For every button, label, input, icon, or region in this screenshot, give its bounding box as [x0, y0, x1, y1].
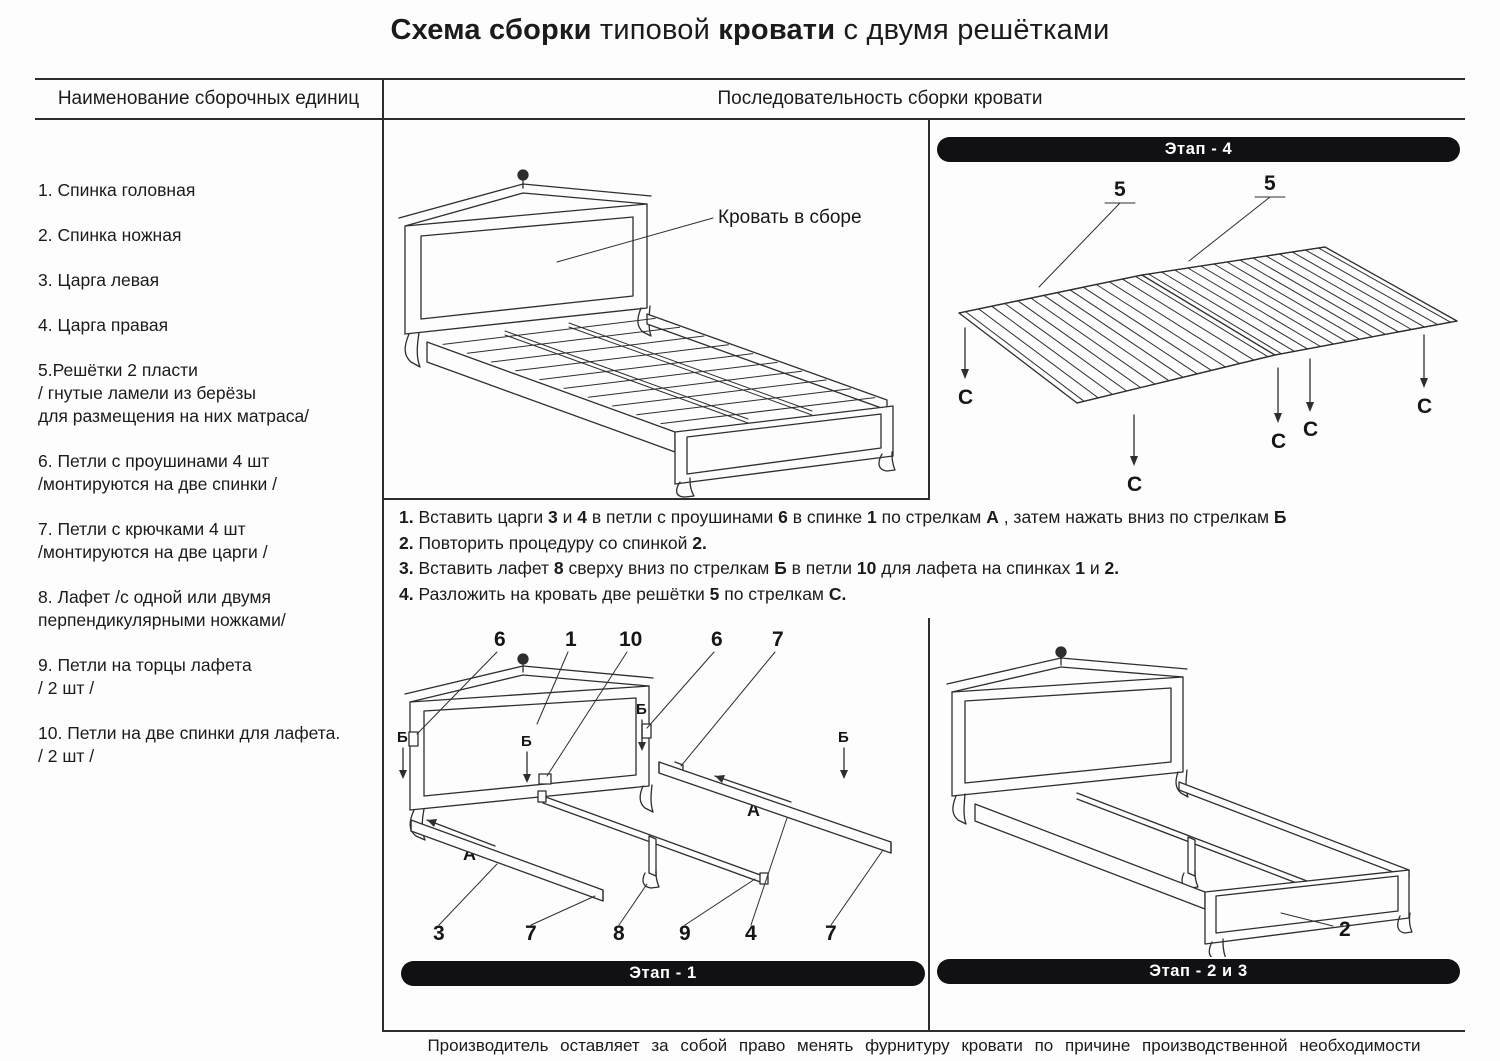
part-label-6b: 6 — [711, 628, 723, 651]
part-item-10: 10. Петли на две спинки для лафета. / 2 … — [38, 723, 341, 766]
part-item-3: 3. Царга левая — [38, 270, 160, 290]
lattice-right — [1141, 246, 1458, 356]
top-leader-lines — [416, 651, 776, 777]
divider-bedbox-bottom — [382, 498, 930, 500]
support-rails — [504, 322, 813, 424]
part-label-7a: 7 — [772, 628, 784, 651]
divider-top — [35, 78, 1465, 80]
caption-leader-line — [556, 217, 714, 263]
arrow-c-5: С — [1417, 334, 1432, 418]
part-label-7c: 7 — [825, 922, 837, 945]
part-item-5: 5.Решётки 2 пласти / гнутые ламели из бе… — [38, 360, 310, 426]
arrow-b-4: Б — [838, 729, 849, 779]
part-label-2: 2 — [1339, 918, 1351, 941]
stage1-banner: Этап - 1 — [401, 961, 925, 986]
part-item-2: 2. Спинка ножная — [38, 225, 182, 245]
arrow-label-c2: С — [1127, 473, 1142, 495]
title-regular-1: типовой — [591, 14, 719, 46]
instruction-list: 1. Вставить царги 3 и 4 в петли с проуши… — [399, 505, 1463, 607]
arrow-c-2: С — [1127, 414, 1142, 495]
part-label-6a: 6 — [494, 628, 506, 651]
arrow-label-b3: Б — [636, 701, 647, 718]
part-label-8: 8 — [613, 922, 625, 945]
instruction-line: 1. Вставить царги 3 и 4 в петли с проуши… — [399, 507, 1287, 527]
instruction-line: 4. Разложить на кровать две решётки 5 по… — [399, 583, 847, 604]
headboard — [946, 646, 1189, 825]
arrow-label-b1: Б — [397, 729, 408, 746]
stage1-drawing: 6 1 10 6 7 Б Б Б Б — [397, 628, 892, 945]
part-label-3: 3 — [433, 922, 445, 945]
label-2-leader-line — [1280, 912, 1334, 927]
column-header-sequence: Последовательность сборки кровати — [717, 88, 1043, 109]
arrow-label-c4: С — [1303, 418, 1318, 441]
finial-icon — [1055, 646, 1067, 658]
part-label-1: 1 — [565, 628, 577, 651]
headboard — [398, 169, 652, 368]
stage4-banner: Этап - 4 — [937, 137, 1460, 162]
divider-vertical-bottom — [928, 618, 930, 1030]
instruction-line: 2. Повторить процедуру со спинкой 2. — [399, 532, 707, 553]
arrow-b-1: Б — [397, 729, 408, 779]
footer-note: Производитель оставляет за собой право м… — [427, 1036, 1421, 1055]
page-title: Схема сборки типовой кровати с двумя реш… — [120, 14, 1380, 47]
slat-base — [442, 317, 876, 425]
arrow-c-1: С — [958, 327, 973, 409]
hinge-eyelet-right — [641, 723, 652, 739]
divider-footer — [382, 1030, 1465, 1032]
arrow-label-b4: Б — [838, 729, 849, 746]
arrow-b-3: Б — [636, 701, 647, 751]
divider-bedbox-right — [928, 120, 930, 500]
title-bold-2: кровати — [718, 14, 836, 46]
arrow-label-c3: С — [1271, 430, 1286, 453]
part-label-5b: 5 — [1264, 172, 1276, 195]
parts-list: 1. Спинка головная 2. Спинка ножная 3. Ц… — [38, 179, 378, 790]
part-item-4: 4. Царга правая — [38, 315, 169, 335]
hinge-eyelet-left — [408, 731, 419, 747]
title-bold-1: Схема сборки — [390, 14, 592, 46]
part-label-5a: 5 — [1114, 178, 1126, 201]
arrow-label-c5: С — [1417, 395, 1432, 418]
assembled-bed-caption: Кровать в сборе — [718, 207, 862, 228]
footboard — [1204, 869, 1413, 957]
arrow-c-4: С — [1303, 358, 1318, 441]
lafet-end-hinge-right — [759, 872, 769, 885]
finial-icon — [517, 169, 529, 181]
side-rail-back — [1178, 781, 1410, 879]
rail-4 — [658, 761, 892, 854]
side-rail-front — [426, 341, 676, 453]
arrow-c-3: С — [1271, 367, 1286, 453]
part-label-9: 9 — [679, 922, 691, 945]
side-rail-front — [974, 803, 1206, 910]
lafet-center — [1076, 792, 1308, 889]
bottom-leader-lines — [438, 817, 884, 926]
part-label-7b: 7 — [525, 922, 537, 945]
title-regular-2: с двумя решётками — [835, 14, 1110, 46]
part-label-10: 10 — [619, 628, 642, 651]
part-item-7: 7. Петли с крючками 4 шт /монтируются на… — [38, 519, 268, 562]
arrow-b-2: Б — [521, 733, 532, 783]
lafet-end-hinge-left — [537, 790, 547, 803]
part-item-8: 8. Лафет /с одной или двумя перпендикуля… — [38, 587, 286, 630]
part-label-4: 4 — [745, 922, 757, 945]
stage4-lattices-drawing: 5 5 С С С С С — [958, 172, 1458, 495]
arrow-label-c1: С — [958, 386, 973, 409]
footboard — [674, 405, 896, 498]
column-header-parts: Наименование сборочных единиц — [57, 88, 360, 109]
part-item-9: 9. Петли на торцы лафета / 2 шт / — [38, 655, 252, 698]
finial-icon — [517, 653, 529, 665]
headboard — [404, 653, 654, 841]
arrow-label-b2: Б — [521, 733, 532, 750]
lafet-8 — [537, 790, 769, 889]
part-item-6: 6. Петли с проушинами 4 шт /монтируются … — [38, 451, 278, 494]
part-item-1: 1. Спинка головная — [38, 180, 196, 200]
stage23-drawing: 2 — [946, 646, 1413, 957]
rail-3 — [410, 819, 604, 902]
stage23-banner: Этап - 2 и 3 — [937, 959, 1460, 984]
divider-vertical-main — [382, 78, 384, 1030]
divider-header — [35, 118, 1465, 120]
assembled-bed-drawing: Кровать в сборе — [398, 169, 896, 498]
instruction-line: 3. Вставить лафет 8 сверху вниз по стрел… — [399, 558, 1120, 578]
hinge-lafet — [538, 773, 552, 785]
